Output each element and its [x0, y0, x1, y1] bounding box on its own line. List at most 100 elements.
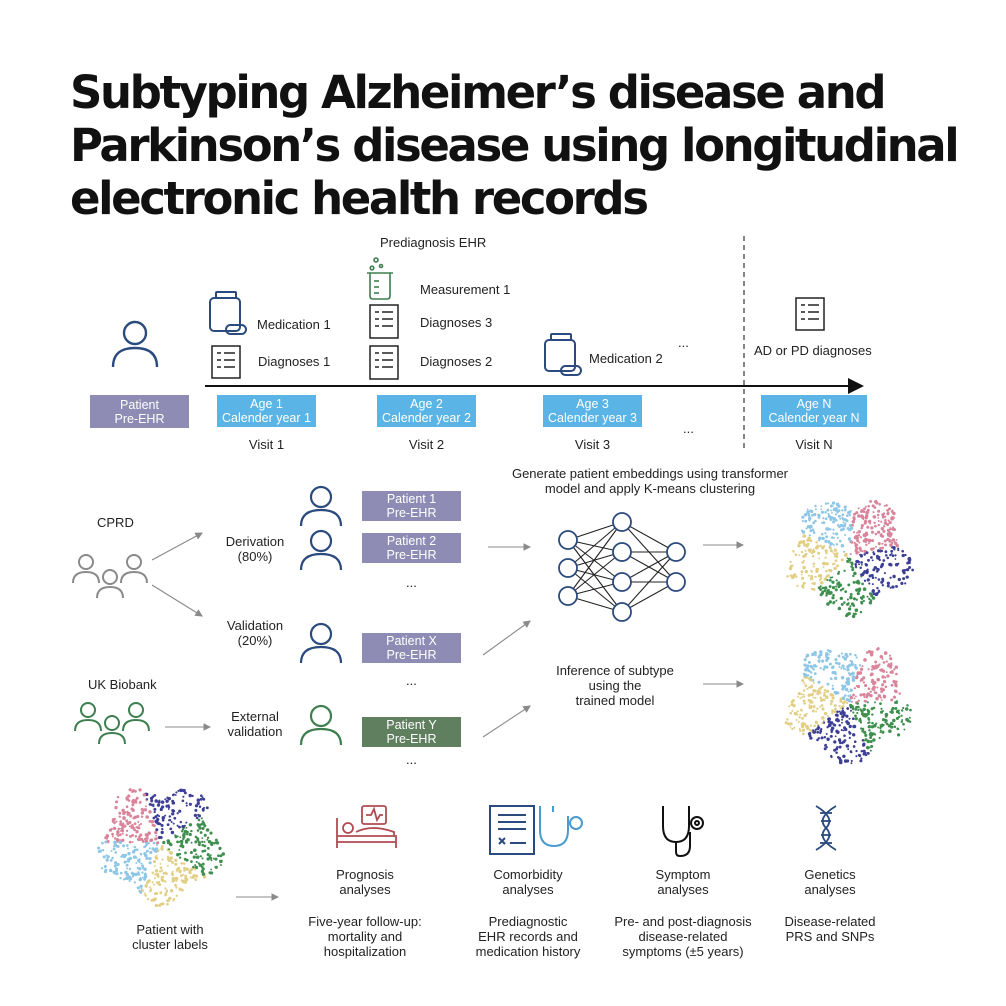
cluster-point	[863, 553, 866, 556]
cluster-point	[801, 732, 805, 736]
cluster-point	[166, 796, 169, 800]
cluster-point	[824, 511, 827, 514]
cluster-point	[798, 554, 801, 557]
cluster-point	[215, 841, 220, 845]
cluster-point	[845, 701, 849, 705]
cluster-point	[126, 872, 129, 875]
cluster-point	[877, 726, 880, 729]
cluster-point	[858, 718, 862, 723]
cluster-point	[843, 505, 847, 509]
cluster-point	[812, 581, 816, 586]
cluster-point	[140, 811, 145, 815]
patient-1-box: Patient 1 Pre-EHR	[362, 491, 461, 521]
cluster-point	[798, 541, 802, 545]
cluster-point	[165, 891, 168, 894]
comorbidity-desc-3: medication history	[475, 944, 581, 959]
generate-embeddings-text: Generate patient embeddings using transf…	[480, 466, 820, 496]
cluster-point	[825, 733, 828, 735]
cluster-point	[834, 658, 838, 662]
cluster-point	[835, 579, 838, 581]
cluster-point	[809, 548, 812, 551]
cluster-point	[878, 736, 881, 740]
cluster-point	[874, 524, 877, 528]
cluster-point	[827, 588, 830, 592]
cluster-point	[832, 528, 835, 531]
cluster-point	[828, 600, 833, 604]
cluster-point	[859, 610, 863, 614]
cluster-point	[851, 675, 855, 679]
cluster-point	[192, 865, 195, 869]
cluster-point	[148, 819, 152, 823]
cluster-point	[891, 527, 895, 531]
visit-2-year: Calender year 2	[382, 411, 471, 425]
cluster-point	[182, 795, 185, 798]
cluster-point	[803, 713, 807, 718]
cluster-point	[812, 681, 815, 684]
cluster-point	[141, 871, 144, 874]
cluster-point	[840, 762, 843, 765]
cluster-point	[841, 664, 845, 668]
cluster-point	[860, 509, 864, 513]
nn-edge	[567, 539, 623, 583]
visit-1-label: Visit 1	[248, 437, 285, 452]
cluster-point	[788, 705, 791, 708]
cluster-point	[171, 873, 175, 876]
cluster-point	[190, 829, 193, 833]
cluster-point	[149, 886, 152, 889]
patient-y-box: Patient Y Pre-EHR	[362, 717, 461, 747]
cluster-point	[844, 590, 848, 593]
cluster-point	[158, 822, 162, 826]
cluster-point	[889, 710, 892, 714]
cluster-point	[888, 562, 892, 567]
symptom-sub: analyses	[657, 882, 709, 897]
cluster-point	[795, 575, 798, 578]
inference-text: Inference of subtype using the trained m…	[540, 663, 690, 708]
cluster-point	[877, 523, 880, 527]
cluster-point	[830, 536, 834, 539]
cluster-point	[881, 658, 884, 660]
cluster-point	[183, 869, 186, 872]
cluster-point	[868, 601, 873, 605]
cluster-point	[843, 601, 846, 604]
cluster-point	[121, 838, 125, 843]
cluster-point	[877, 694, 882, 698]
cluster-point	[214, 857, 218, 861]
cluster-point	[904, 707, 909, 711]
cluster-point	[153, 810, 156, 814]
cluster-point	[835, 729, 839, 733]
cluster-point	[897, 577, 901, 582]
cluster-point	[131, 803, 135, 807]
cluster-point	[846, 682, 851, 686]
cluster-point	[148, 847, 151, 850]
cluster-point	[151, 871, 155, 875]
cluster-point	[881, 688, 886, 692]
cluster-point	[174, 862, 178, 866]
cluster-point	[122, 816, 125, 819]
cluster-point	[190, 860, 193, 863]
cluster-point	[889, 553, 892, 557]
cluster-point	[862, 587, 867, 591]
patient-2-box: Patient 2 Pre-EHR	[362, 533, 461, 563]
cluster-point	[835, 532, 839, 536]
event-diagnoses-3: Diagnoses 3	[420, 315, 493, 330]
cluster-point	[888, 654, 892, 657]
cluster-point	[118, 811, 122, 815]
cluster-point	[843, 759, 848, 763]
cluster-point	[789, 711, 792, 715]
cluster-point	[874, 532, 878, 536]
cluster-point	[897, 547, 900, 550]
cluster-point	[808, 534, 811, 537]
cluster-point	[800, 724, 805, 729]
cluster-point	[881, 546, 885, 550]
cluster-point	[874, 665, 878, 669]
cluster-point	[867, 542, 870, 545]
cluster-point	[810, 699, 813, 702]
cluster-point	[845, 677, 850, 681]
diagnoses-list-icon-3	[369, 304, 399, 339]
cluster-point	[114, 867, 118, 871]
cluster-point	[890, 541, 894, 545]
cluster-point	[827, 720, 831, 724]
person-icon-external	[299, 704, 343, 746]
cluster-point	[809, 664, 813, 668]
cluster-point	[869, 690, 872, 693]
